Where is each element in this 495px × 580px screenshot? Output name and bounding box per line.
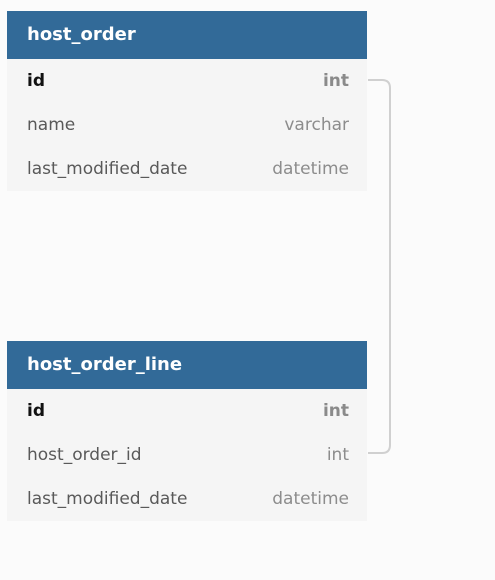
column-row-name[interactable]: name varchar [7, 103, 367, 147]
column-type: datetime [272, 159, 349, 179]
column-type: varchar [284, 115, 349, 135]
relation-line-host-order-id [368, 79, 391, 454]
column-row-id[interactable]: id int [7, 389, 367, 433]
column-row-id[interactable]: id int [7, 59, 367, 103]
column-name: id [27, 71, 45, 91]
column-row-last-modified-date[interactable]: last_modified_date datetime [7, 147, 367, 191]
table-header[interactable]: host_order_line [7, 341, 367, 389]
table-header[interactable]: host_order [7, 11, 367, 59]
column-name: id [27, 401, 45, 421]
table-host-order-line[interactable]: host_order_line id int host_order_id int… [7, 341, 367, 521]
column-row-last-modified-date[interactable]: last_modified_date datetime [7, 477, 367, 521]
column-name: host_order_id [27, 445, 142, 465]
column-name: name [27, 115, 76, 135]
column-type: int [322, 401, 349, 421]
column-type: int [322, 71, 349, 91]
column-name: last_modified_date [27, 159, 188, 179]
column-type: datetime [272, 489, 349, 509]
column-row-host-order-id[interactable]: host_order_id int [7, 433, 367, 477]
column-name: last_modified_date [27, 489, 188, 509]
column-type: int [326, 445, 349, 465]
table-host-order[interactable]: host_order id int name varchar last_modi… [7, 11, 367, 191]
